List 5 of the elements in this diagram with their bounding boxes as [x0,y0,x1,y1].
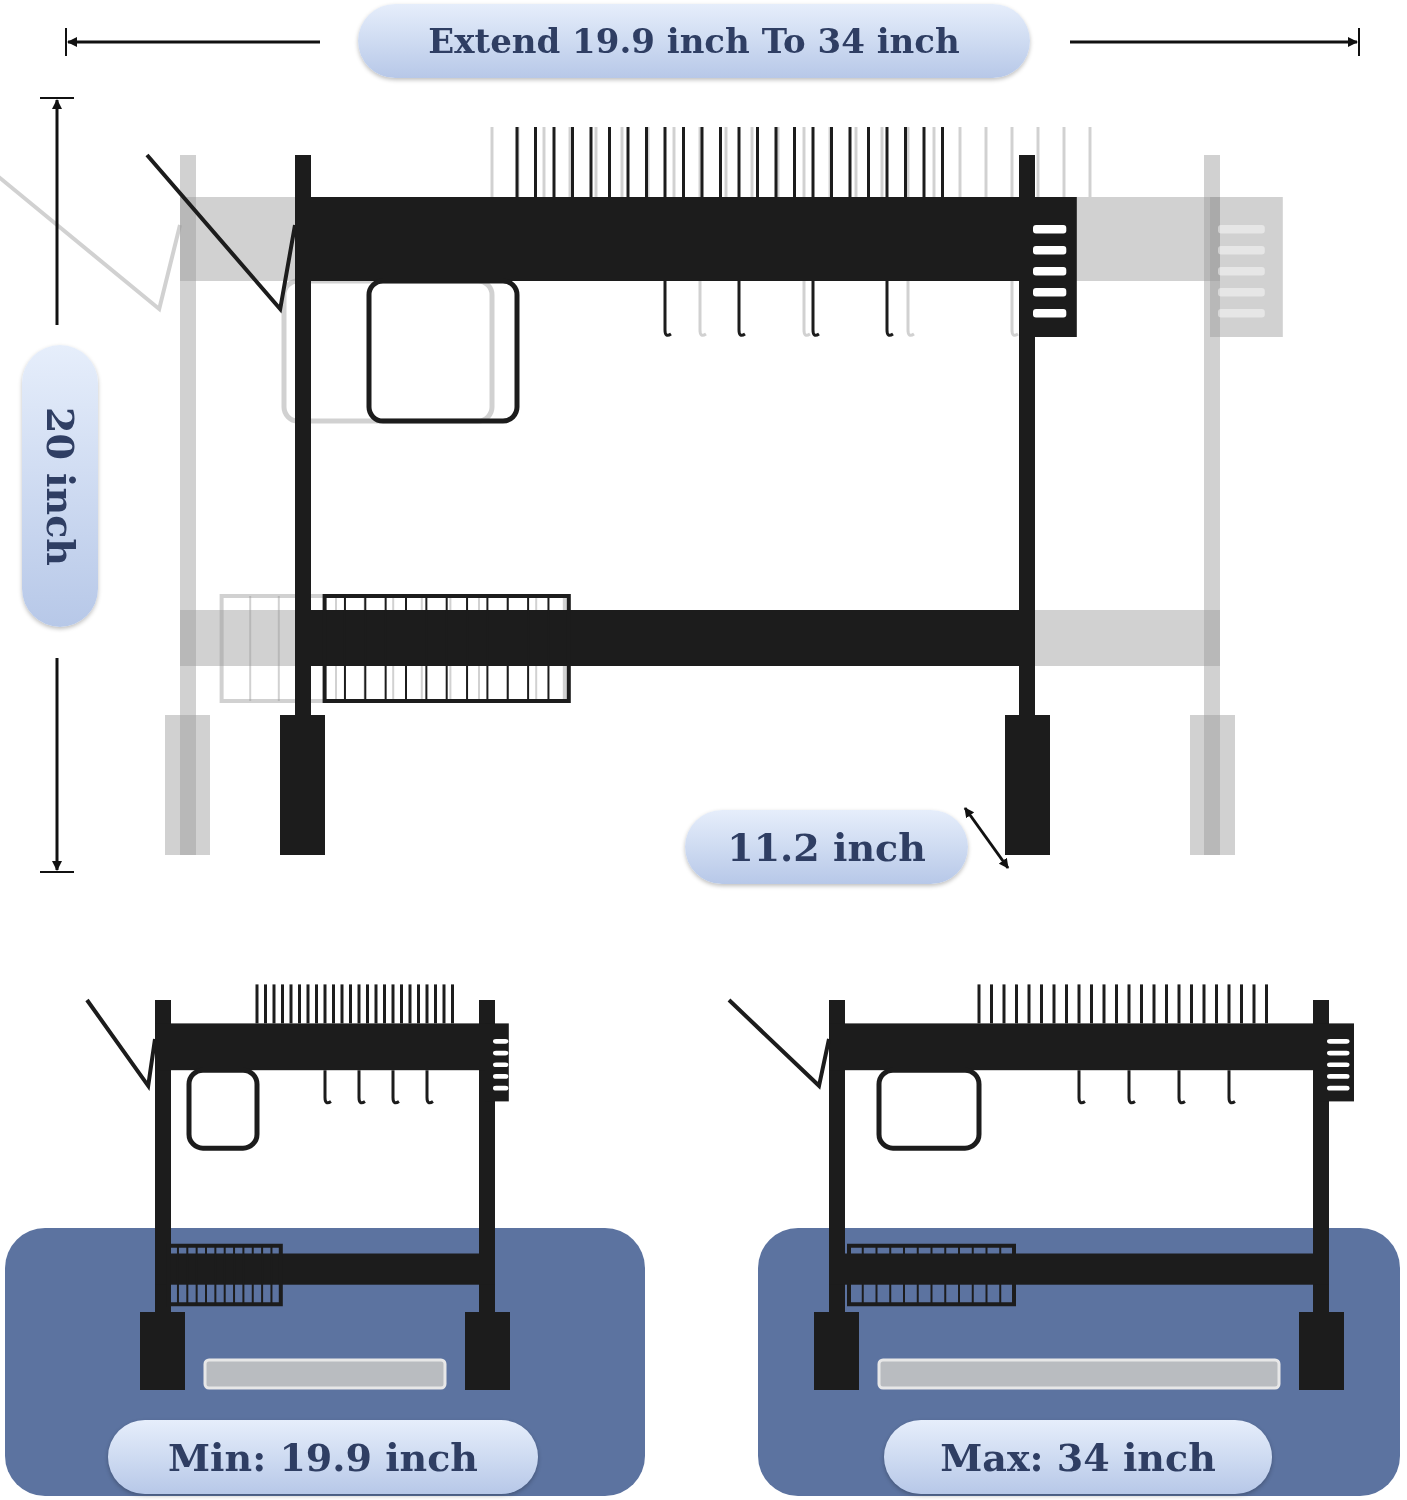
dimension-label: Max: 34 inch [884,1420,1272,1494]
dimension-label: 20 inch [22,345,98,627]
dimension-label: Min: 19.9 inch [108,1420,538,1494]
dimension-label: Extend 19.9 inch To 34 inch [358,4,1030,78]
dimension-label: 11.2 inch [685,810,968,884]
